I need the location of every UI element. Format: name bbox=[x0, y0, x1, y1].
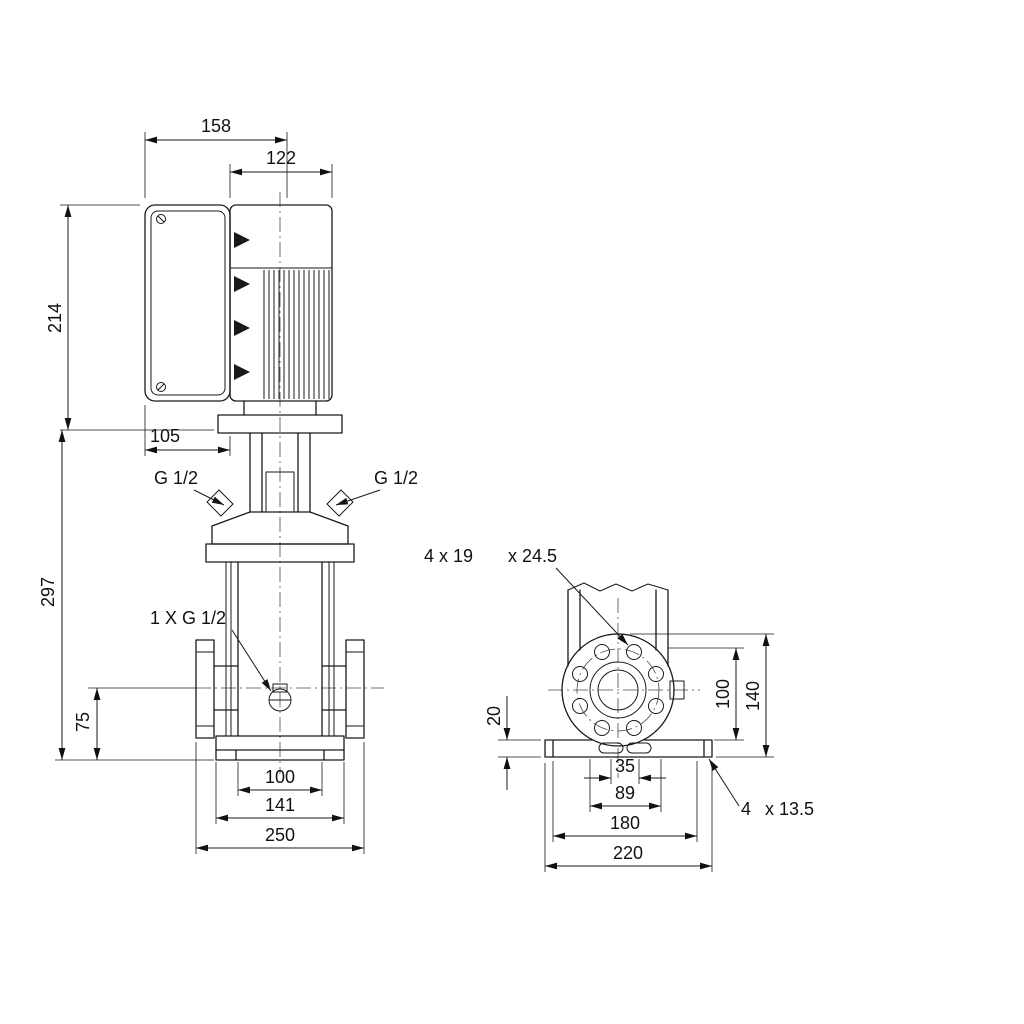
dim-100s-label: 100 bbox=[713, 679, 733, 709]
dim-250: 250 bbox=[195, 742, 365, 854]
plug-label-right: G 1/2 bbox=[335, 468, 418, 506]
dim-140-extlines bbox=[630, 633, 774, 758]
dim-35-label: 35 bbox=[615, 756, 635, 776]
motor-fins bbox=[263, 270, 330, 399]
dim-105-label: 105 bbox=[150, 426, 180, 446]
dim-220-extlines bbox=[544, 763, 713, 872]
side-view bbox=[544, 582, 713, 778]
bolt-hole bbox=[626, 720, 642, 736]
base-hole-count: 4 bbox=[741, 799, 751, 819]
side-dimensions: 4 x 19 x 24.5 20 100 140 35 bbox=[424, 546, 814, 872]
dim-100-front: 100 bbox=[237, 762, 323, 796]
dim-122-label: 122 bbox=[266, 148, 296, 168]
motor-flange bbox=[217, 400, 343, 434]
drain-leader bbox=[231, 629, 272, 692]
dim-214: 214 bbox=[45, 204, 214, 431]
dim-180-label: 180 bbox=[610, 813, 640, 833]
dim-89: 89 bbox=[589, 759, 662, 812]
base-slot-right bbox=[626, 742, 652, 754]
dim-158-label: 158 bbox=[201, 116, 231, 136]
base-hole-leader bbox=[708, 758, 740, 807]
plug-right-leader bbox=[335, 489, 381, 506]
plug-left-text: G 1/2 bbox=[154, 468, 198, 488]
drive-box-inner-line bbox=[150, 210, 226, 396]
bolt-circle-centerline bbox=[576, 648, 660, 732]
dim-214-label: 214 bbox=[45, 303, 65, 333]
base-hole-size: x 13.5 bbox=[765, 799, 814, 819]
dim-140: 140 bbox=[630, 633, 774, 758]
column-break-line bbox=[567, 582, 669, 592]
bolt-hole bbox=[626, 644, 642, 660]
dim-220-label: 220 bbox=[613, 843, 643, 863]
bolt-note-count: 4 x 19 bbox=[424, 546, 473, 566]
dim-297: 297 bbox=[38, 430, 214, 761]
port-pipes bbox=[213, 665, 347, 711]
dim-250-label: 250 bbox=[265, 825, 295, 845]
screw-slots bbox=[157, 215, 165, 391]
dim-100f-label: 100 bbox=[265, 767, 295, 787]
flange-bore bbox=[597, 669, 639, 711]
dim-122: 122 bbox=[229, 148, 333, 198]
base-hole-note: 4 x 13.5 bbox=[708, 758, 814, 819]
port-flanges bbox=[195, 639, 365, 739]
drain-text: 1 X G 1/2 bbox=[150, 608, 226, 628]
dim-180-extlines bbox=[552, 761, 698, 842]
port-flange-bolt-lines bbox=[196, 651, 364, 727]
dim-35: 35 bbox=[584, 756, 666, 784]
side-column-edges bbox=[567, 589, 669, 667]
motor-clamp-tabs bbox=[234, 232, 250, 380]
drive-box bbox=[144, 204, 231, 402]
bolt-hole bbox=[594, 644, 610, 660]
dim-75-label: 75 bbox=[73, 712, 93, 732]
dim-122-extlines bbox=[229, 164, 333, 198]
base-slot-left bbox=[598, 742, 624, 754]
bolt-hole bbox=[572, 666, 588, 682]
head-flange bbox=[205, 543, 355, 563]
plug-label-left: G 1/2 bbox=[154, 468, 225, 506]
bolt-hole bbox=[648, 666, 664, 682]
bolt-hole bbox=[648, 698, 664, 714]
head-plug-bosses bbox=[206, 489, 354, 517]
tie-rods bbox=[225, 562, 335, 736]
dim-20-label: 20 bbox=[484, 706, 504, 726]
lantern-legs bbox=[249, 432, 311, 513]
dim-220: 220 bbox=[544, 763, 713, 872]
dim-105: 105 bbox=[144, 405, 231, 456]
dim-141: 141 bbox=[215, 762, 345, 824]
drive-box-screw-bottom bbox=[156, 382, 166, 392]
drive-box-screw-top bbox=[156, 214, 166, 224]
dim-141-extlines bbox=[215, 762, 345, 824]
bolt-note: 4 x 19 x 24.5 bbox=[424, 546, 629, 646]
clamp-tab bbox=[669, 680, 685, 700]
dim-75: 75 bbox=[73, 687, 196, 760]
dim-250-extlines bbox=[195, 742, 365, 854]
dim-100s-extlines bbox=[668, 647, 744, 741]
bolt-note-leader bbox=[555, 567, 629, 646]
base-front bbox=[215, 735, 345, 761]
dim-214-extlines bbox=[60, 204, 214, 431]
dim-140-label: 140 bbox=[743, 681, 763, 711]
base-plate-side bbox=[544, 739, 713, 758]
plug-right-text: G 1/2 bbox=[374, 468, 418, 488]
dim-89-label: 89 bbox=[615, 783, 635, 803]
dim-180: 180 bbox=[552, 761, 698, 842]
pump-column bbox=[237, 561, 323, 737]
front-dimensions: 158 122 214 105 297 75 G 1/2 bbox=[38, 116, 418, 854]
bolt-hole bbox=[594, 720, 610, 736]
dim-141-label: 141 bbox=[265, 795, 295, 815]
dim-158: 158 bbox=[144, 116, 288, 198]
bolt-hole bbox=[572, 698, 588, 714]
flange-raised-face bbox=[589, 661, 647, 719]
motor-body bbox=[229, 204, 333, 402]
front-view bbox=[144, 192, 384, 774]
drain-label: 1 X G 1/2 bbox=[150, 608, 272, 692]
dim-20: 20 bbox=[484, 696, 541, 790]
dim-20-extlines bbox=[498, 739, 541, 758]
drain-plug bbox=[269, 683, 291, 701]
dim-100-side: 100 bbox=[668, 647, 744, 741]
plug-left-leader bbox=[193, 489, 225, 506]
dim-297-label: 297 bbox=[38, 577, 58, 607]
bolt-note-depth: x 24.5 bbox=[508, 546, 557, 566]
